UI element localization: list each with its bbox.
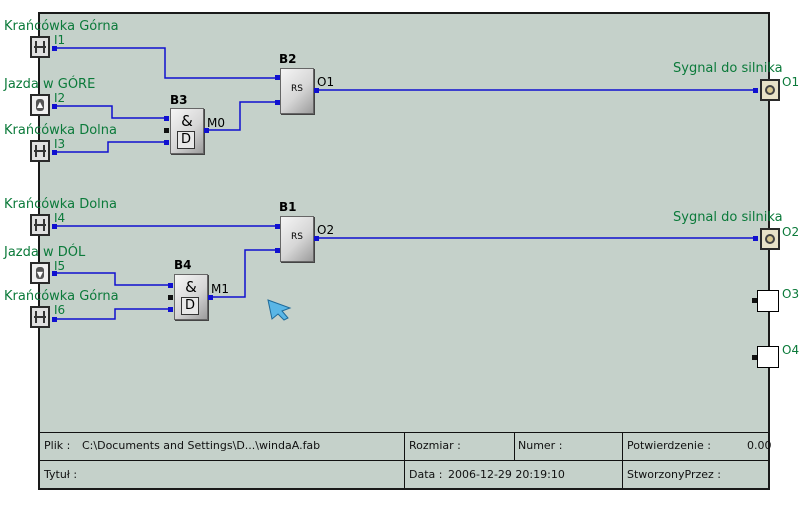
pin-i3: I3 bbox=[54, 137, 66, 151]
empty-output-o4[interactable] bbox=[757, 346, 779, 368]
connector-dot bbox=[314, 88, 319, 93]
date-label: Data : bbox=[409, 468, 443, 481]
connector-dot bbox=[168, 307, 173, 312]
connector-dot bbox=[168, 295, 173, 300]
rs-block-b1[interactable]: RS bbox=[280, 216, 314, 262]
limit-switch-icon[interactable] bbox=[30, 36, 50, 58]
pin-o3: O3 bbox=[782, 287, 800, 301]
wire-i2-b3 bbox=[55, 105, 167, 119]
input-label-i6: Krańcówka Górna bbox=[4, 289, 119, 304]
size-label: Rozmiar : bbox=[409, 439, 461, 452]
input-label-i5: Jazda w DÓL bbox=[4, 245, 86, 260]
connector-dot bbox=[164, 128, 169, 133]
input-label-i1: Krańcówka Górna bbox=[4, 19, 119, 34]
rs-label: RS bbox=[291, 232, 303, 242]
divider bbox=[514, 432, 515, 460]
file-path: C:\Documents and Settings\D...\windaA.fa… bbox=[82, 439, 321, 452]
file-label: Plik : bbox=[44, 439, 71, 452]
pin-i2: I2 bbox=[54, 91, 66, 105]
delay-box: D bbox=[177, 131, 195, 149]
connector-dot bbox=[52, 224, 57, 229]
pin-i1: I1 bbox=[54, 33, 66, 47]
block-b3-output: M0 bbox=[207, 116, 225, 130]
connector-dot bbox=[52, 317, 57, 322]
limit-switch-icon[interactable] bbox=[30, 306, 50, 328]
connector-dot bbox=[752, 355, 757, 360]
connector-dot bbox=[52, 104, 57, 109]
delay-box: D bbox=[181, 297, 199, 315]
info-bar: Plik : C:\Documents and Settings\D...\wi… bbox=[40, 432, 772, 488]
block-b4-title: B4 bbox=[174, 258, 192, 272]
pin-i5: I5 bbox=[54, 259, 66, 273]
connector-dot bbox=[168, 283, 173, 288]
pin-o2: O2 bbox=[782, 225, 800, 239]
output-label-o1: Sygnal do silnika bbox=[673, 61, 783, 76]
block-b2-title: B2 bbox=[279, 52, 297, 66]
empty-output-o3[interactable] bbox=[757, 290, 779, 312]
connector-dot bbox=[164, 116, 169, 121]
connector-dot bbox=[52, 150, 57, 155]
input-label-i3: Krańcówka Dolna bbox=[4, 123, 117, 138]
divider bbox=[622, 432, 623, 488]
and-block-b4[interactable]: & D bbox=[174, 274, 208, 320]
connector-dot bbox=[52, 46, 57, 51]
output-label-o2: Sygnal do silnika bbox=[673, 210, 783, 225]
pushbutton-up-icon[interactable]: ▲ bbox=[30, 94, 50, 116]
created-by-label: StworzonyPrzez : bbox=[627, 468, 722, 481]
wire-m0-b2 bbox=[205, 101, 278, 131]
block-b1-output: O2 bbox=[317, 223, 335, 237]
connector-dot bbox=[752, 298, 757, 303]
connector-dot bbox=[52, 271, 57, 276]
wire-m1-b1 bbox=[210, 249, 278, 298]
connector-dot bbox=[314, 236, 319, 241]
input-label-i4: Krańcówka Dolna bbox=[4, 197, 117, 212]
wire-i1-b2 bbox=[55, 47, 278, 79]
wire-i6-b4 bbox=[55, 308, 172, 320]
connector-dot bbox=[204, 128, 209, 133]
block-b4-output: M1 bbox=[211, 282, 229, 296]
block-b3-title: B3 bbox=[170, 93, 188, 107]
connector-dot bbox=[275, 100, 280, 105]
title-label: Tytuł : bbox=[44, 468, 78, 481]
block-b1-title: B1 bbox=[279, 200, 297, 214]
connector-dot bbox=[164, 140, 169, 145]
wire-i5-b4 bbox=[55, 272, 172, 286]
date-value: 2006-12-29 20:19:10 bbox=[448, 468, 565, 481]
connector-dot bbox=[275, 224, 280, 229]
pin-o4: O4 bbox=[782, 343, 800, 357]
and-symbol: & bbox=[185, 278, 197, 296]
rs-label: RS bbox=[291, 84, 303, 94]
confirm-label: Potwierdzenie : bbox=[627, 439, 711, 452]
limit-switch-icon[interactable] bbox=[30, 140, 50, 162]
pin-i4: I4 bbox=[54, 211, 66, 225]
connector-dot bbox=[753, 236, 758, 241]
connector-dot bbox=[275, 248, 280, 253]
limit-switch-icon[interactable] bbox=[30, 214, 50, 236]
connector-dot bbox=[275, 75, 280, 80]
number-label: Numer : bbox=[518, 439, 563, 452]
and-symbol: & bbox=[181, 112, 193, 130]
diagram-canvas[interactable] bbox=[38, 12, 770, 490]
connector-dot bbox=[208, 295, 213, 300]
and-block-b3[interactable]: & D bbox=[170, 108, 204, 154]
confirm-value: 0.00 bbox=[747, 439, 772, 452]
motor-coil-icon[interactable] bbox=[760, 79, 780, 101]
pointer-cursor-icon bbox=[267, 299, 292, 321]
rs-block-b2[interactable]: RS bbox=[280, 68, 314, 114]
pin-i6: I6 bbox=[54, 303, 66, 317]
motor-coil-icon[interactable] bbox=[760, 228, 780, 250]
wire-i3-b3 bbox=[55, 141, 167, 153]
connector-dot bbox=[753, 88, 758, 93]
pin-o1: O1 bbox=[782, 75, 800, 89]
input-label-i2: Jazda w GÓRE bbox=[4, 77, 96, 92]
divider bbox=[404, 432, 405, 488]
block-b2-output: O1 bbox=[317, 75, 335, 89]
pushbutton-down-icon[interactable]: ▼ bbox=[30, 262, 50, 284]
